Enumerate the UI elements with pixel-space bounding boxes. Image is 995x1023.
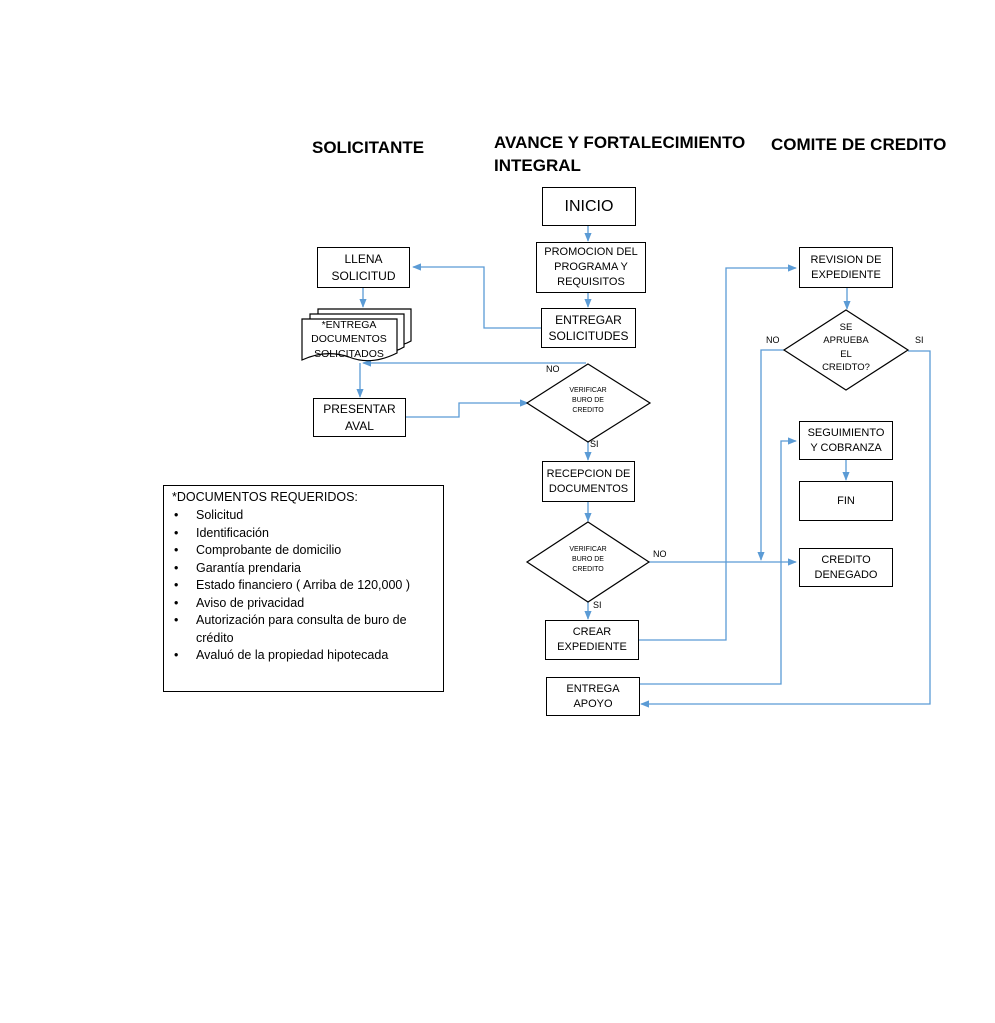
decision-buro-1-label: VERIFICAR BURO DE CREDITO bbox=[569, 387, 607, 415]
node-entregar-solicitudes-label: ENTREGAR SOLICITUDES bbox=[548, 312, 629, 343]
edge-label-no-buro-1: NO bbox=[546, 364, 560, 374]
node-recepcion-documentos: RECEPCION DE DOCUMENTOS bbox=[542, 461, 635, 502]
edge-label-si-buro-2: SI bbox=[593, 600, 602, 610]
required-document-item: Comprobante de domicilio bbox=[172, 542, 435, 560]
arrow-entregar-llena bbox=[412, 263, 541, 329]
node-presentar-aval-label: PRESENTAR AVAL bbox=[323, 402, 396, 433]
decision-aprueba-label: SE APRUEBA EL CREIDTO? bbox=[822, 322, 870, 374]
node-seguimiento-label: SEGUIMIENTO Y COBRANZA bbox=[807, 426, 885, 454]
required-document-item: Garantía prendaria bbox=[172, 560, 435, 578]
node-crear-expediente-label: CREAR EXPEDIENTE bbox=[557, 626, 627, 653]
node-llena-solicitud: LLENA SOLICITUD bbox=[317, 247, 410, 288]
node-crear-expediente: CREAR EXPEDIENTE bbox=[545, 620, 639, 660]
arrow-aprueba-no bbox=[757, 349, 784, 561]
node-entrega-apoyo: ENTREGA APOYO bbox=[546, 677, 640, 716]
node-seguimiento: SEGUIMIENTO Y COBRANZA bbox=[799, 421, 893, 460]
required-document-item: Identificación bbox=[172, 525, 435, 543]
required-document-item: Aviso de privacidad bbox=[172, 595, 435, 613]
required-documents-box: *DOCUMENTOS REQUERIDOS: Solicitud Identi… bbox=[163, 485, 444, 692]
edge-label-no-aprueba: NO bbox=[766, 335, 780, 345]
node-fin: FIN bbox=[799, 481, 893, 521]
decision-diamond-buro-1 bbox=[525, 363, 652, 443]
arrow-crear-revision bbox=[639, 264, 797, 641]
required-document-item: Estado financiero ( Arriba de 120,000 ) bbox=[172, 577, 435, 595]
arrow-apoyo-seguimiento bbox=[640, 437, 797, 685]
lane-title-comite: COMITE DE CREDITO bbox=[771, 135, 947, 154]
decision-buro-2-label: VERIFICAR BURO DE CREDITO bbox=[569, 546, 607, 574]
edge-label-si-buro-1: SI bbox=[590, 439, 599, 449]
node-entrega-apoyo-label: ENTREGA APOYO bbox=[566, 682, 620, 710]
lane-title-solicitante: SOLICITANTE bbox=[312, 138, 425, 157]
required-documents-title: *DOCUMENTOS REQUERIDOS: bbox=[172, 490, 358, 504]
documents-stack-shape bbox=[301, 308, 412, 362]
node-inicio-label: INICIO bbox=[564, 197, 614, 215]
required-document-item: Avaluó de la propiedad hipotecada bbox=[172, 647, 435, 665]
node-revision-expediente: REVISION DE EXPEDIENTE bbox=[799, 247, 893, 288]
node-credito-denegado-label: CREDITO DENEGADO bbox=[814, 553, 878, 581]
node-revision-expediente-label: REVISION DE EXPEDIENTE bbox=[810, 253, 882, 281]
node-entregar-solicitudes: ENTREGAR SOLICITUDES bbox=[541, 308, 636, 348]
node-entrega-documentos-label: *ENTREGA DOCUMENTOS SOLICITADOS bbox=[311, 319, 387, 360]
node-presentar-aval: PRESENTAR AVAL bbox=[313, 398, 406, 437]
node-promocion-label: PROMOCION DEL PROGRAMA Y REQUISITOS bbox=[544, 246, 638, 288]
node-fin-label: FIN bbox=[837, 494, 855, 507]
node-credito-denegado: CREDITO DENEGADO bbox=[799, 548, 893, 587]
required-documents-list: Solicitud Identificación Comprobante de … bbox=[172, 507, 435, 665]
edge-label-no-buro-2: NO bbox=[653, 549, 667, 559]
node-recepcion-documentos-label: RECEPCION DE DOCUMENTOS bbox=[546, 467, 631, 495]
node-promocion: PROMOCION DEL PROGRAMA Y REQUISITOS bbox=[536, 242, 646, 293]
node-inicio: INICIO bbox=[542, 187, 636, 226]
decision-diamond-aprueba bbox=[782, 309, 910, 391]
decision-diamond-buro-2 bbox=[525, 521, 651, 603]
arrow-aval-verificar1 bbox=[406, 399, 529, 418]
edge-label-si-aprueba: SI bbox=[915, 335, 924, 345]
node-llena-solicitud-label: LLENA SOLICITUD bbox=[331, 252, 396, 283]
arrow-aprueba-si bbox=[640, 350, 931, 708]
required-document-item: Solicitud bbox=[172, 507, 435, 525]
lane-title-avance: AVANCE Y FORTALECIMIENTO INTEGRAL bbox=[494, 133, 746, 175]
required-document-item: Autorización para consulta de buro de cr… bbox=[172, 612, 435, 647]
